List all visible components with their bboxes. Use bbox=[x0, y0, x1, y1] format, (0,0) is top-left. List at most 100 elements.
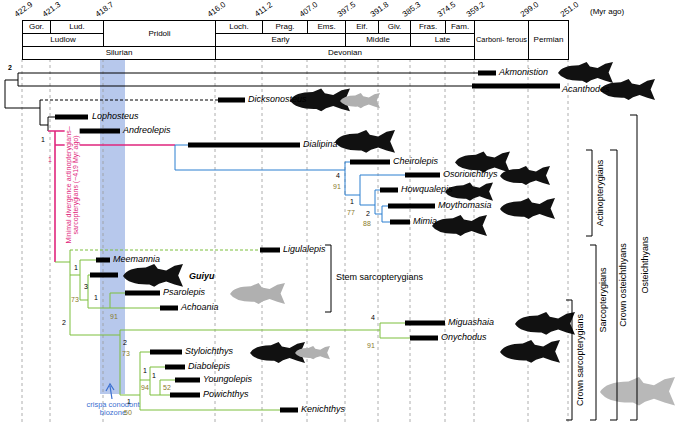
taxon-name: Dialipina bbox=[303, 140, 338, 149]
node-support: 1 bbox=[350, 198, 354, 205]
time-value: 374.5 bbox=[436, 1, 457, 19]
art-part bbox=[40, 100, 218, 101]
period-name: Eif. bbox=[356, 23, 368, 31]
node-support: 91 bbox=[367, 342, 375, 349]
taxon-name: Miguashaia bbox=[448, 318, 494, 327]
taxon-name: Onychodus bbox=[441, 333, 487, 342]
node-support: 1 bbox=[143, 367, 147, 374]
time-value: 411.2 bbox=[254, 1, 275, 19]
period-name: Devonian bbox=[328, 49, 362, 57]
period-cell: Devonian bbox=[215, 46, 475, 60]
time-value: 397.5 bbox=[336, 1, 357, 19]
group-brackets bbox=[325, 115, 637, 420]
art-part bbox=[295, 346, 330, 359]
group-label: Sarcopterygians bbox=[599, 267, 608, 332]
time-value: 251.0 bbox=[559, 1, 580, 19]
period-cell: Fras. bbox=[410, 20, 446, 34]
taxon-name: Kenichthys bbox=[301, 405, 345, 414]
period-name: Giv. bbox=[388, 23, 402, 31]
taxon-name: Moythomasia bbox=[438, 201, 492, 210]
taxon-name: Ligulalepis bbox=[283, 245, 326, 254]
period-name: Lud. bbox=[69, 23, 85, 31]
art-part bbox=[335, 130, 395, 153]
time-gridlines bbox=[22, 59, 568, 425]
time-gridline bbox=[307, 59, 308, 425]
time-gridline bbox=[568, 59, 569, 425]
art-part bbox=[500, 166, 550, 185]
art-part bbox=[500, 198, 555, 219]
node-support: 94 bbox=[141, 384, 149, 391]
node-support: 2 bbox=[62, 319, 66, 326]
node-support: 91 bbox=[333, 183, 341, 190]
group-label: Crown osteichthyans bbox=[619, 243, 628, 327]
period-name: Permian bbox=[534, 36, 564, 44]
art-part bbox=[500, 340, 560, 363]
period-cell: Early bbox=[215, 33, 346, 47]
period-name: Silurian bbox=[106, 49, 133, 57]
time-value: 416.0 bbox=[206, 1, 227, 19]
node-support: 1 bbox=[152, 372, 156, 379]
period-cell: Middle bbox=[345, 33, 411, 47]
art-part bbox=[432, 215, 487, 236]
time-value: 391.8 bbox=[369, 1, 390, 19]
node-support: 50 bbox=[124, 409, 132, 416]
period-cell: Eif. bbox=[345, 20, 379, 34]
period-cell: Fam. bbox=[445, 20, 475, 34]
node-support: 4 bbox=[371, 314, 375, 321]
time-gridline bbox=[445, 59, 446, 425]
period-name: Pridoli bbox=[148, 30, 170, 38]
taxon-name: Guiyu bbox=[189, 272, 215, 281]
node-support: 2 bbox=[123, 339, 127, 346]
taxon-name: Acanthodes bbox=[562, 85, 610, 94]
art-part bbox=[55, 73, 560, 410]
time-gridline bbox=[474, 59, 475, 425]
period-cell: Silurian bbox=[22, 46, 216, 60]
art-part bbox=[455, 152, 510, 173]
taxon-name: Psarolepis bbox=[163, 288, 205, 297]
period-cell: Ludlow bbox=[22, 33, 104, 47]
period-name: Middle bbox=[366, 36, 390, 44]
node-support: 1 bbox=[94, 294, 98, 301]
art-part bbox=[558, 62, 613, 83]
period-cell: Permian bbox=[528, 20, 569, 60]
taxon-name: Youngolepis bbox=[203, 375, 252, 384]
time-value: 299.0 bbox=[519, 1, 540, 19]
time-gridline bbox=[345, 59, 346, 425]
taxon-name: Akmonistion bbox=[499, 68, 548, 77]
taxon-name: Diabolepis bbox=[188, 362, 230, 371]
node-support: 52 bbox=[163, 384, 171, 391]
art-part bbox=[70, 250, 260, 251]
period-cell: Ems. bbox=[307, 20, 346, 34]
node-support: 2 bbox=[366, 210, 370, 217]
taxon-name: Powichthys bbox=[203, 390, 249, 399]
biozone-band bbox=[100, 58, 125, 394]
period-name: Gor. bbox=[29, 23, 44, 31]
group-label: Osteichthyans bbox=[641, 236, 650, 293]
art-part bbox=[340, 93, 380, 108]
period-name: Fam. bbox=[451, 23, 469, 31]
taxon-name: Dicksonosteus bbox=[248, 95, 307, 104]
period-cell: Loch. bbox=[215, 20, 263, 34]
period-name: Ems. bbox=[317, 23, 335, 31]
time-gridline bbox=[22, 59, 23, 425]
period-name: Loch. bbox=[229, 23, 249, 31]
node-support: 2 bbox=[8, 64, 12, 71]
node-support: 1 bbox=[127, 398, 131, 405]
time-value: 418.7 bbox=[94, 1, 115, 19]
period-cell: Pridoli bbox=[103, 20, 216, 47]
taxon-name: Howqualepis bbox=[401, 185, 453, 194]
tree-blue bbox=[175, 145, 405, 222]
period-cell: Prag. bbox=[262, 20, 308, 34]
time-value: (Myr ago) bbox=[590, 8, 624, 16]
taxon-name: Mimia bbox=[413, 217, 437, 226]
taxon-name: Lophosteus bbox=[92, 112, 139, 121]
period-name: Late bbox=[435, 36, 451, 44]
range-bars bbox=[55, 73, 560, 410]
node-support: 3 bbox=[84, 283, 88, 290]
taxon-name: Cheirolepis bbox=[393, 157, 438, 166]
period-name: Early bbox=[271, 36, 289, 44]
time-value: 422.9 bbox=[13, 1, 34, 19]
taxon-name: Andreolepis bbox=[123, 126, 171, 135]
time-value: 359.2 bbox=[465, 1, 486, 19]
period-cell: Lud. bbox=[50, 20, 104, 34]
